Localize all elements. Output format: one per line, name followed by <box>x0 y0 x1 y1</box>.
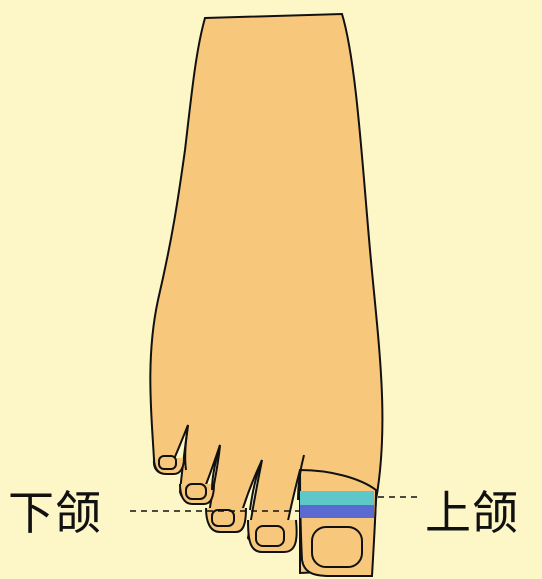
lower-jaw-label: 下颌 <box>8 490 102 536</box>
lower-jaw-band <box>300 505 374 518</box>
upper-jaw-band <box>300 491 374 505</box>
big-toe <box>300 470 376 576</box>
upper-jaw-label: 上颌 <box>425 490 519 536</box>
